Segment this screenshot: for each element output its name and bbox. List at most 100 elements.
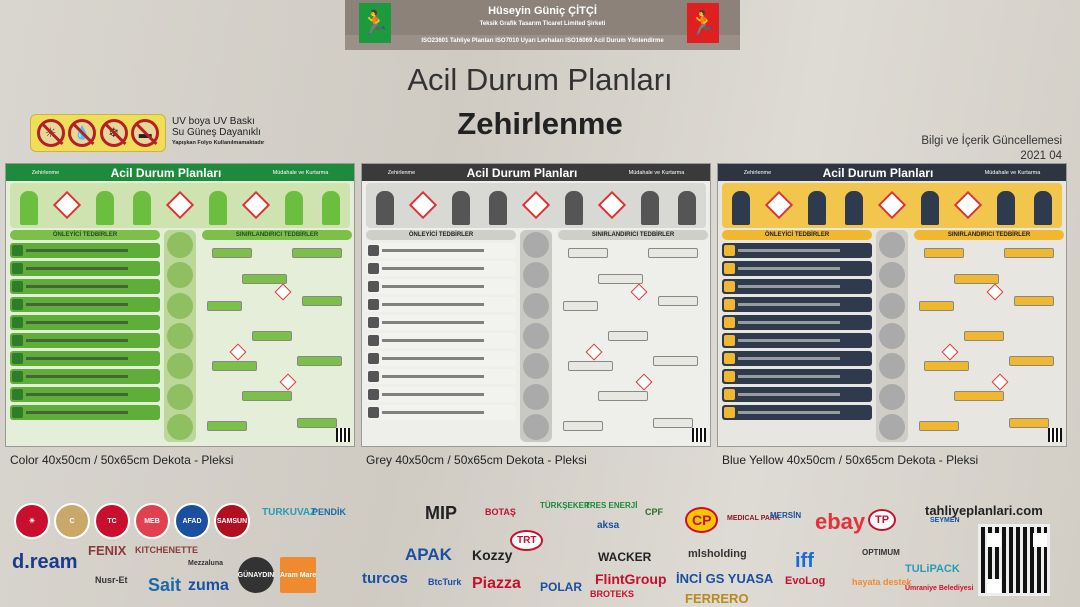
logo-seal: AFAD [174, 503, 210, 539]
no-sticker-icon: ▬ [131, 119, 160, 147]
list-item [366, 261, 516, 276]
flow-box [1004, 248, 1054, 258]
logo-tres-enerji-: TRES ENERJİ [585, 501, 638, 510]
decision-diamond-icon [991, 373, 1009, 391]
flow-box [919, 421, 959, 431]
poster-color[interactable]: Zehirlenme Acil Durum Planları Müdahale … [5, 163, 355, 447]
list-item [366, 405, 516, 420]
no-water-icon: 💧 [68, 119, 97, 147]
poster-right-label: Müdahale ve Kurtarma [984, 169, 1041, 176]
person-pictogram-icon [731, 191, 750, 225]
hazard-diamond-icon [764, 190, 793, 220]
iso-line: ISO23601 Tahliye Planları ISO7010 Uyarı … [421, 38, 664, 44]
decision-diamond-icon [941, 343, 959, 361]
logo-tulipack: TULiPACK [905, 563, 960, 575]
list-item [10, 279, 160, 294]
page-subtitle: Zehirlenme [457, 106, 623, 141]
list-item [722, 387, 872, 402]
logo-trt: TRT [510, 530, 544, 551]
person-pictogram-icon [19, 191, 38, 225]
list-item [10, 387, 160, 402]
limiting-header: SINIRLANDIRICI TEDBİRLER [202, 230, 352, 240]
illustration-icon [523, 232, 549, 259]
logo-sait: Sait [148, 575, 182, 595]
decision-diamond-icon [630, 283, 648, 301]
list-item [366, 333, 516, 348]
logo-seal: ☀ [14, 503, 50, 539]
uv-warning-icons: ☀ 💧 ❄ ▬ [30, 114, 166, 152]
list-item [366, 351, 516, 366]
hazard-diamond-icon [242, 190, 271, 220]
decision-diamond-icon [279, 373, 297, 391]
flow-box [207, 421, 247, 431]
illustration-icon [523, 413, 549, 440]
pictogram-row [722, 183, 1062, 228]
logo-d-ream: d.ream [12, 551, 78, 573]
qr-code[interactable] [978, 524, 1050, 596]
flow-box [648, 248, 698, 258]
uv-line3: Yapışkan Folyo Kullanılmamaktadır [172, 140, 265, 146]
list-item [722, 261, 872, 276]
illustration-icon [167, 413, 193, 440]
logo-t-rk-eker: TÜRKŞEKER [540, 501, 590, 510]
website-link[interactable]: tahliyeplanlari.com [925, 503, 1043, 518]
list-item [10, 369, 160, 384]
flow-box [954, 391, 1004, 401]
flow-box [919, 301, 954, 311]
pictogram-row [10, 183, 350, 228]
uv-text: UV boya UV Baskı Su Güneş Dayanıklı Yapı… [172, 116, 264, 149]
poster-header: Zehirlenme Acil Durum Planları Müdahale … [718, 164, 1066, 181]
pictogram-row [366, 183, 706, 228]
uv-line2: Su Güneş Dayanıklı [172, 127, 261, 138]
poster-blue-yellow[interactable]: Zehirlenme Acil Durum Planları Müdahale … [717, 163, 1067, 447]
list-item [10, 351, 160, 366]
list-item [722, 297, 872, 312]
illustration-icon [879, 262, 905, 289]
preventive-header: ÖNLEYİCİ TEDBİRLER [366, 230, 516, 240]
poster-qr-code [692, 428, 706, 442]
limiting-header: SINIRLANDIRICI TEDBİRLER [914, 230, 1064, 240]
logo-seymen: SEYMEN [930, 517, 960, 524]
logo--mraniye-belediyesi: Ümraniye Belediyesi [905, 585, 974, 592]
illustration-icon [523, 322, 549, 349]
poster-title: Acil Durum Planları [466, 165, 578, 180]
brand-name: Hüseyin Güniç ÇİTÇİ [488, 5, 597, 17]
logo-tp: TP [868, 509, 897, 531]
logo-mip: MIP [425, 503, 458, 523]
flow-box [598, 274, 643, 284]
list-item [722, 279, 872, 294]
list-item [366, 297, 516, 312]
list-item [722, 333, 872, 348]
illustration-icon [879, 413, 905, 440]
logo-kozzy: Kozzy [472, 547, 513, 563]
person-pictogram-icon [488, 191, 507, 225]
flow-box [924, 361, 969, 371]
person-pictogram-icon [565, 191, 584, 225]
list-item [722, 369, 872, 384]
flow-box [212, 248, 252, 258]
limiting-header: SINIRLANDIRICI TEDBİRLER [558, 230, 708, 240]
illustration-icon [523, 383, 549, 410]
logo-i-nci-gs-yuasa: İNCİ GS YUASA [676, 571, 774, 586]
poster-grey[interactable]: Zehirlenme Acil Durum Planları Müdahale … [361, 163, 711, 447]
logo-seal: MEB [134, 503, 170, 539]
logo-zuma: zuma [188, 577, 229, 594]
flow-box [598, 391, 648, 401]
flow-box [302, 296, 342, 306]
poster-header: Zehirlenme Acil Durum Planları Müdahale … [6, 164, 354, 181]
person-pictogram-icon [209, 191, 228, 225]
flow-box [297, 356, 342, 366]
hazard-diamond-icon [521, 190, 551, 220]
list-item [10, 405, 160, 420]
flow-box [563, 421, 603, 431]
update-info: Bilgi ve İçerik Güncellemesi 2021 04 [921, 134, 1062, 164]
logo-cp: CP [685, 507, 719, 533]
logo-turcos: turcos [362, 570, 408, 587]
illustration-icon [167, 353, 193, 380]
person-pictogram-icon [322, 191, 341, 225]
person-pictogram-icon [95, 191, 114, 225]
flow-box [292, 248, 342, 258]
list-item [722, 351, 872, 366]
person-pictogram-icon [451, 191, 470, 225]
